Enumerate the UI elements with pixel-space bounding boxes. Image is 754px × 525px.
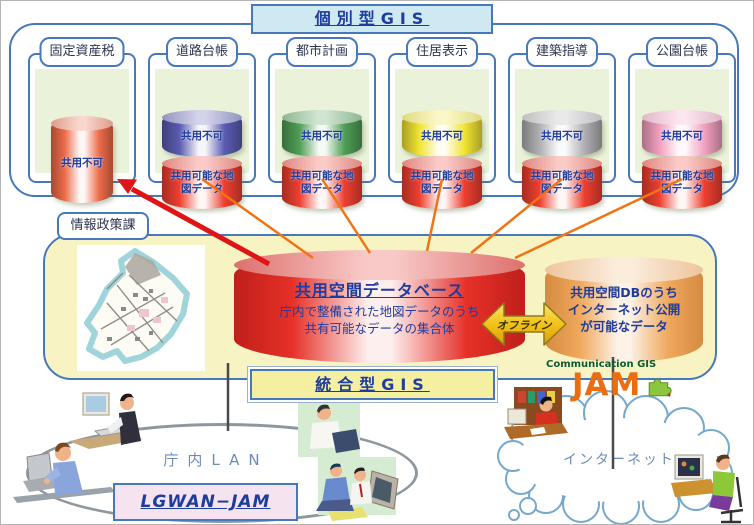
- dept-label: 都市計画: [285, 37, 359, 67]
- internet-cloud-icon: [481, 386, 753, 524]
- cylinder-label: 共用不可: [61, 157, 103, 169]
- dept-label: 住居表示: [405, 37, 479, 67]
- lgwan-jam-label: LGWAN−JAM: [140, 492, 271, 512]
- shared-db-title: 共用空間データベース: [294, 281, 465, 300]
- cylinder-lid: [282, 156, 362, 171]
- cylinder-lid: [642, 156, 722, 171]
- dept-label: 建築指導: [525, 37, 599, 67]
- jam-logo: Communication GIS JAM: [546, 360, 696, 401]
- individual-gis-header: 個別型GIS: [251, 4, 493, 34]
- dept-fixed-asset-tax: 共用不可 固定資産税: [28, 37, 136, 203]
- dept-park-ledger: 共用不可 共用可能な地図データ 公園台帳: [628, 37, 736, 209]
- cylinder-lid: [162, 156, 242, 171]
- db-cylinder-private: 共用不可: [522, 110, 602, 157]
- db-cylinder-sharable: 共用可能な地図データ: [282, 156, 362, 209]
- puzzle-piece-icon: [649, 378, 673, 397]
- info-policy-label: 情報政策課: [57, 212, 149, 240]
- db-cylinder-private: 共用不可: [282, 110, 362, 157]
- dept-urban-planning: 共用不可 共用可能な地図データ 都市計画: [268, 37, 376, 209]
- offline-transfer-arrow: オフライン: [480, 299, 568, 349]
- cylinder-label: 共用可能な地図データ: [170, 170, 234, 195]
- desktop-user-icon: [63, 387, 155, 461]
- dept-road-ledger: 共用不可 共用可能な地図データ 道路台帳: [148, 37, 256, 209]
- db-cylinder-sharable: 共用可能な地図データ: [162, 156, 242, 209]
- cylinder-label: 共用不可: [421, 130, 463, 142]
- cylinder-label: 共用不可: [661, 130, 703, 142]
- db-cylinder-private: 共用不可: [642, 110, 722, 157]
- cylinder-label: 共用可能な地図データ: [410, 170, 474, 195]
- lan-label: 庁内LAN: [163, 451, 269, 469]
- two-people-meeting-icon: [302, 457, 414, 524]
- cylinder-label: 共用可能な地図データ: [530, 170, 594, 195]
- db-cylinder-sharable: 共用可能な地図データ: [642, 156, 722, 209]
- dept-label: 固定資産税: [39, 37, 125, 67]
- cylinder-lid: [642, 110, 722, 125]
- cloud-svg: [497, 390, 733, 524]
- integrated-gis-banner: 統合型GIS: [250, 369, 495, 400]
- cylinder-label: 共用不可: [181, 130, 223, 142]
- dept-label: 道路台帳: [165, 37, 239, 67]
- cylinder-lid: [545, 257, 703, 283]
- city-map-image: [77, 245, 205, 371]
- db-cylinder-private: 共用不可: [402, 110, 482, 157]
- lgwan-jam-box: LGWAN−JAM: [113, 483, 298, 521]
- red-shirt-desk-user-icon: [504, 387, 584, 455]
- cylinder-lid: [402, 110, 482, 125]
- internet-label: インターネット: [563, 452, 675, 468]
- individual-gis-title: 個別型GIS: [314, 9, 430, 28]
- shared-db-description: 庁内で整備された地図データのうち 共有可能なデータの集合体: [279, 304, 480, 336]
- green-shirt-desk-user-icon: [671, 447, 749, 524]
- db-cylinder-sharable: 共用可能な地図データ: [522, 156, 602, 209]
- cylinder-label: 共用可能な地図データ: [650, 170, 714, 195]
- integrated-gis-title: 統合型GIS: [315, 375, 430, 394]
- cylinder-lid: [522, 156, 602, 171]
- lan-ellipse: [26, 423, 418, 523]
- db-cylinder-private: 共用不可: [51, 116, 113, 203]
- dept-address-display: 共用不可 共用可能な地図データ 住居表示: [388, 37, 496, 209]
- internet-db-text: 共用空間DBのうち インターネット公開 が可能なデータ: [567, 285, 681, 334]
- double-arrow-icon: [481, 302, 567, 346]
- shared-spatial-db-cylinder: 共用空間データベース 庁内で整備された地図データのうち 共有可能なデータの集合体: [234, 250, 525, 363]
- cylinder-lid: [282, 110, 362, 125]
- dept-building-guidance: 共用不可 共用可能な地図データ 建築指導: [508, 37, 616, 209]
- cylinder-label: 共用不可: [301, 130, 343, 142]
- city-map-svg: [84, 248, 190, 364]
- cylinder-lid: [402, 156, 482, 171]
- cylinder-lid: [162, 110, 242, 125]
- offline-label: オフライン: [496, 319, 552, 332]
- db-cylinder-private: 共用不可: [162, 110, 242, 157]
- cylinder-lid: [522, 110, 602, 125]
- laptop-user-green-bg-icon: [292, 399, 366, 467]
- laptop-user-icon: [11, 437, 119, 517]
- cylinder-label: 共用不可: [541, 130, 583, 142]
- jam-brand-large: JAM: [572, 367, 642, 403]
- cylinder-label: 共用可能な地図データ: [290, 170, 354, 195]
- db-cylinder-sharable: 共用可能な地図データ: [402, 156, 482, 209]
- internet-db-cylinder: 共用空間DBのうち インターネット公開 が可能なデータ: [545, 257, 703, 362]
- cylinder-lid: [234, 250, 525, 280]
- jam-brand-small: Communication GIS: [546, 359, 657, 370]
- cylinder-lid: [51, 116, 113, 131]
- dept-label: 公園台帳: [645, 37, 719, 67]
